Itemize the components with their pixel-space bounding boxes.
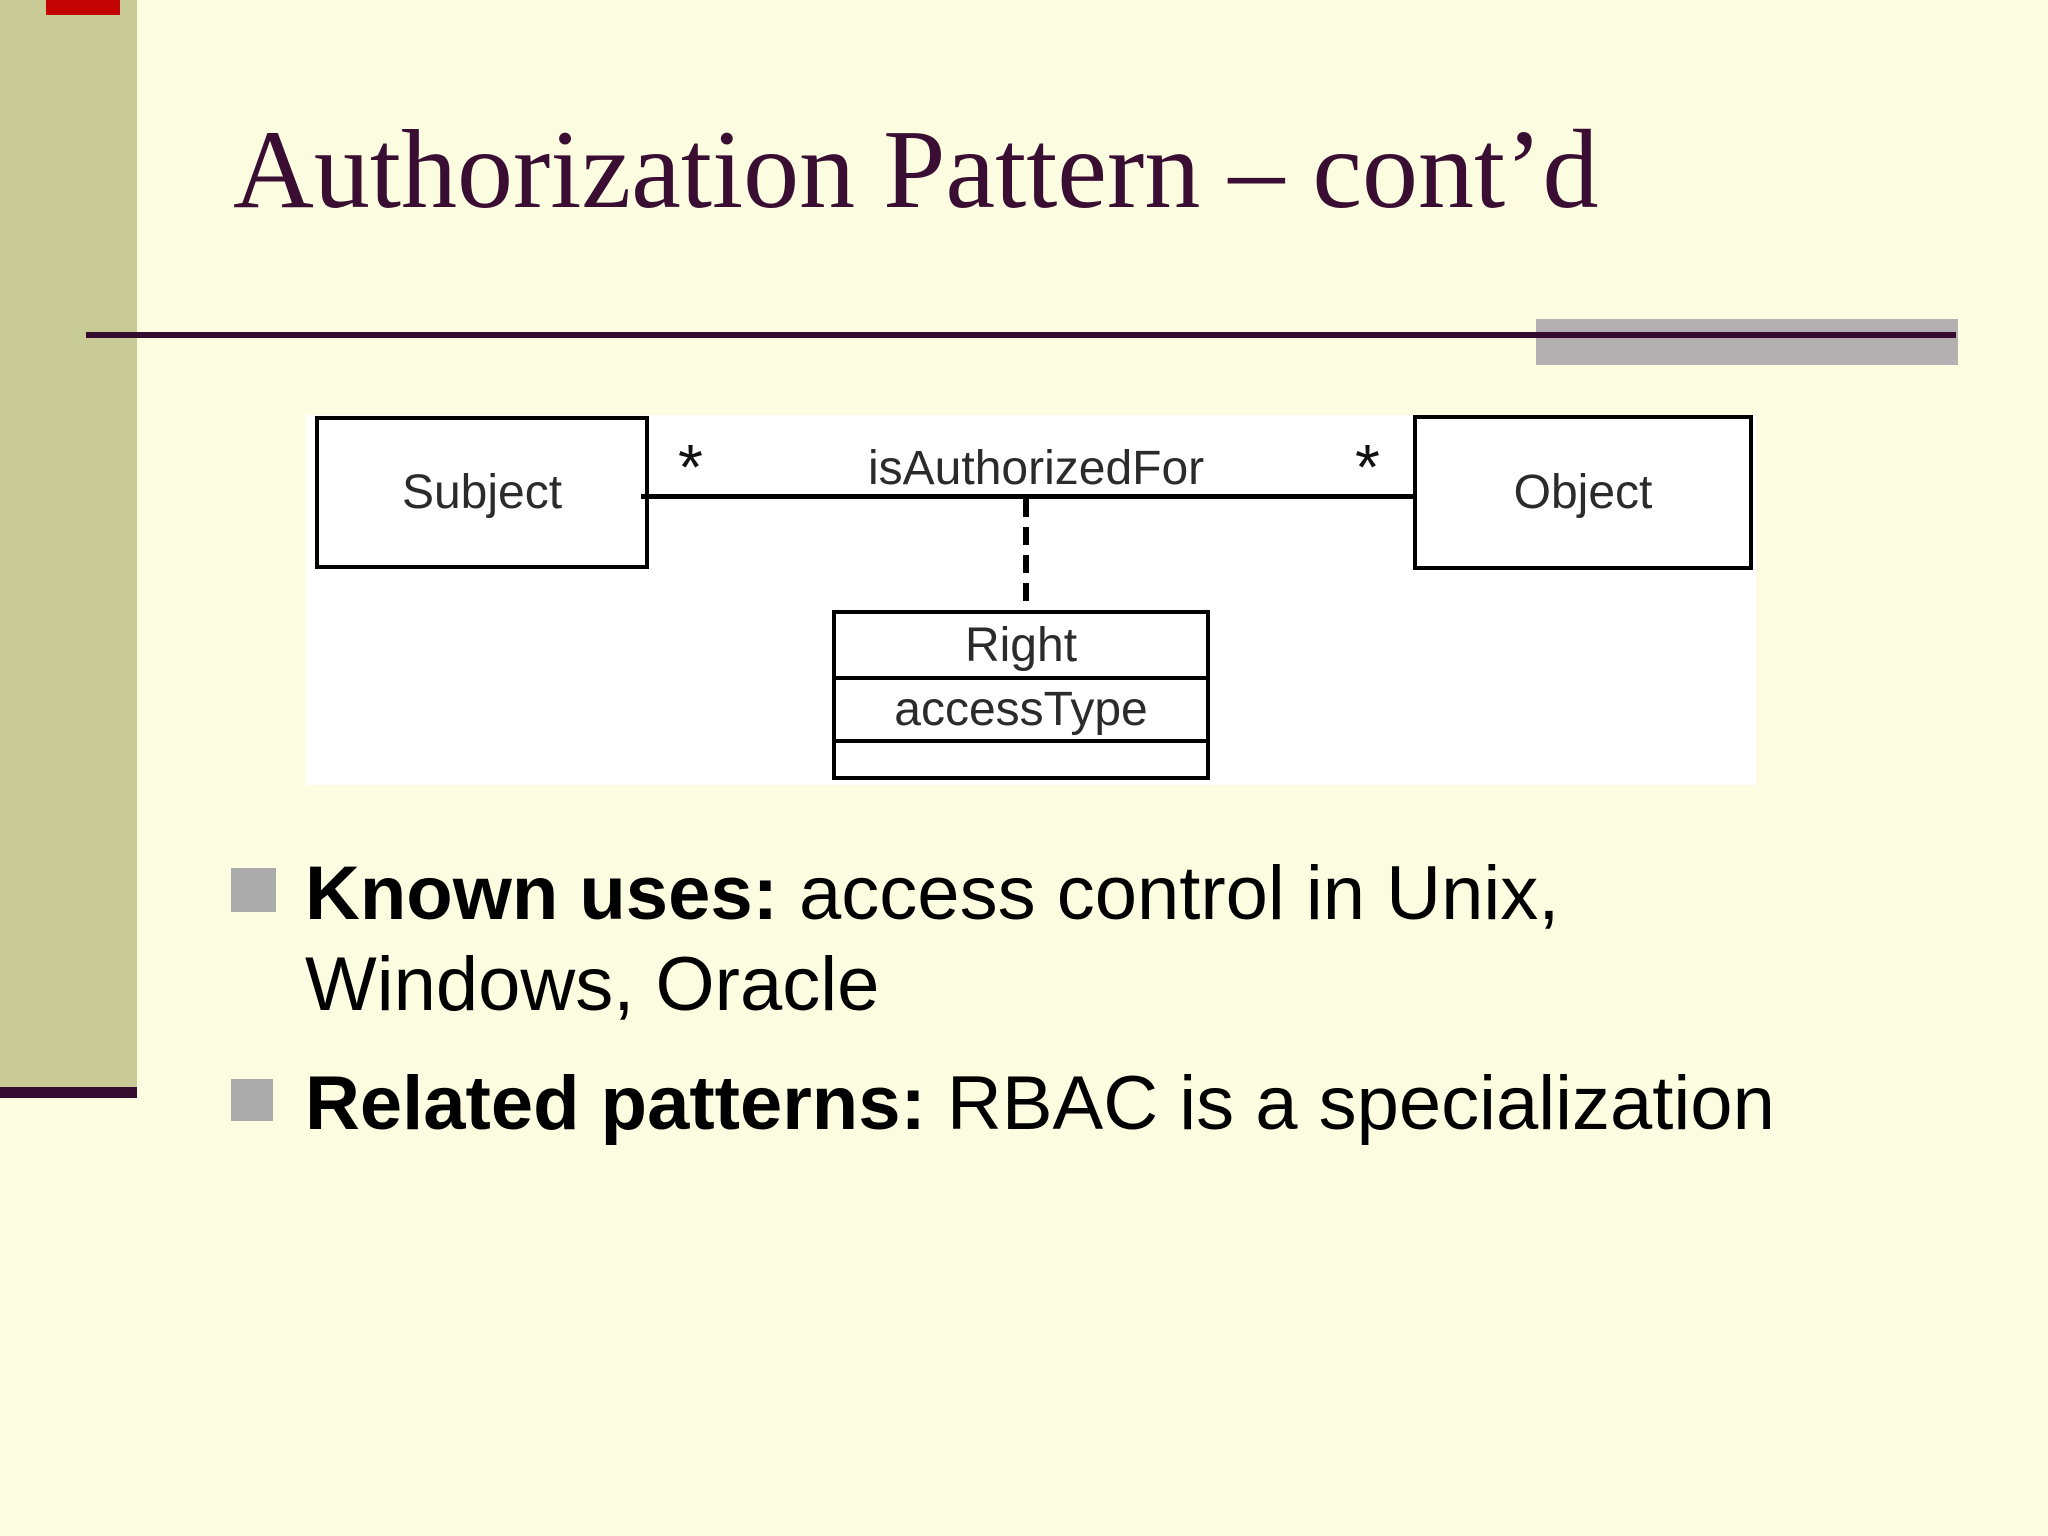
bullet-line1-related-patterns: RBAC is a specialization xyxy=(925,1061,1775,1146)
object-class-box: Object xyxy=(1413,415,1753,570)
association-label: isAuthorizedFor xyxy=(868,442,1205,495)
sidebar-band xyxy=(0,0,137,1087)
object-label: Object xyxy=(1513,466,1653,519)
sidebar-bottom-accent-bar xyxy=(0,1087,137,1098)
multiplicity-left-asterisk: * xyxy=(678,431,703,503)
subject-class-box: Subject xyxy=(315,416,649,569)
dependency-dashed-line xyxy=(1023,499,1029,610)
bullet-marker-icon xyxy=(231,868,276,912)
multiplicity-right-asterisk: * xyxy=(1355,431,1380,503)
right-class-name: Right xyxy=(836,614,1206,680)
right-class-box: Right accessType xyxy=(832,610,1210,780)
bullet-label-related-patterns: Related patterns: xyxy=(305,1061,926,1146)
title-underline-rule xyxy=(86,332,1956,338)
right-class-empty-compartment xyxy=(836,743,1206,776)
gray-accent-bar xyxy=(1536,319,1958,365)
bullet-text-related-patterns: Related patterns: RBAC is a specializati… xyxy=(305,1058,1775,1149)
bullet-marker-icon xyxy=(231,1079,273,1121)
bullet-label-known-uses: Known uses: xyxy=(305,851,778,936)
association-line xyxy=(641,494,1413,499)
red-accent-block xyxy=(46,0,120,15)
subject-label: Subject xyxy=(401,466,563,519)
slide-title: Authorization Pattern – cont’d xyxy=(233,108,1599,232)
bullet-line2-known-uses: Windows, Oracle xyxy=(305,942,880,1028)
bullet-item-known-uses: Known uses: access control in Unix, Wind… xyxy=(0,848,2048,1068)
bullet-item-related-patterns: Related patterns: RBAC is a specializati… xyxy=(0,1058,2048,1278)
uml-diagram-panel: Subject * isAuthorizedFor * Object Right… xyxy=(306,415,1756,785)
bullet-line1-known-uses: access control in Unix, xyxy=(777,851,1560,936)
bullet-text-known-uses: Known uses: access control in Unix, Wind… xyxy=(305,848,1559,1030)
right-class-attribute: accessType xyxy=(836,680,1206,743)
